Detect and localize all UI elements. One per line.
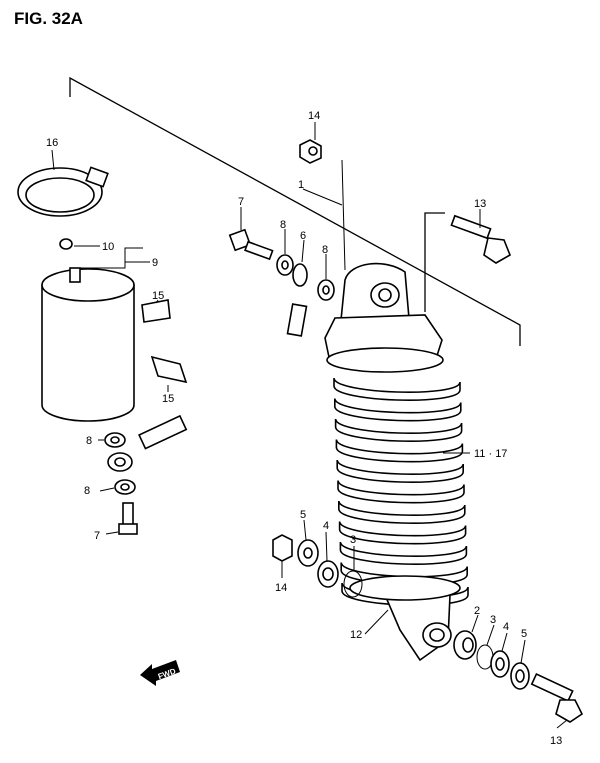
forward-direction-indicator: FWD [140, 660, 180, 686]
part-label-7: 7 [94, 530, 100, 542]
spring-coil [335, 439, 464, 463]
part-label-4: 4 [323, 520, 329, 532]
spring-coil [336, 459, 464, 483]
upper-fasteners [228, 188, 343, 301]
part-label-8: 8 [86, 435, 92, 447]
part-label-7: 7 [238, 196, 244, 208]
part-label-9: 9 [152, 257, 158, 269]
reservoir-tank [41, 238, 150, 422]
part-label-6: 6 [300, 230, 306, 242]
part-label-8: 8 [322, 244, 328, 256]
hose-clamp [17, 149, 109, 217]
bolt-top [450, 209, 512, 264]
spring-coil [333, 377, 461, 401]
part-label-14: 14 [275, 582, 287, 594]
part-label-2: 2 [474, 605, 480, 617]
part-label-3: 3 [350, 534, 356, 546]
spring-coil [334, 398, 462, 422]
spring-coil [334, 418, 463, 442]
spring-coil [338, 521, 467, 545]
part-label-13: 13 [474, 198, 486, 210]
part-label-10: 10 [102, 241, 114, 253]
shock-absorber [324, 262, 444, 373]
labels-15 [141, 299, 188, 392]
spring-coil [337, 480, 465, 504]
assembly-bracket [69, 76, 521, 346]
lower-right-fasteners [453, 614, 584, 729]
part-label-8: 8 [280, 219, 286, 231]
part-label-11-17: 11 · 17 [474, 448, 507, 460]
spring-coil [338, 500, 466, 524]
part-label-16: 16 [46, 137, 58, 149]
part-label-15: 15 [162, 393, 174, 405]
lower-left-fasteners [272, 519, 363, 598]
part-label-3: 3 [490, 614, 496, 626]
part-label-4: 4 [503, 621, 509, 633]
part-label-8: 8 [84, 485, 90, 497]
nut-top [299, 122, 322, 164]
part-label-5: 5 [300, 509, 306, 521]
part-label-13: 13 [550, 735, 562, 747]
coil-spring [333, 377, 469, 606]
shock-lower-eye [349, 452, 470, 662]
part-label-5: 5 [521, 628, 527, 640]
spring-coil [339, 541, 468, 565]
left-fasteners [98, 432, 138, 535]
part-label-15: 15 [152, 290, 164, 302]
part-label-14: 14 [308, 110, 320, 122]
part-label-12: 12 [350, 629, 362, 641]
reservoir-hose [107, 263, 308, 472]
part-labels: 1 2 3 3 4 4 5 5 6 7 7 8 8 8 8 9 10 11 · … [46, 110, 562, 747]
figure-title: FIG. 32A [14, 9, 83, 28]
part-label-1: 1 [298, 179, 304, 191]
